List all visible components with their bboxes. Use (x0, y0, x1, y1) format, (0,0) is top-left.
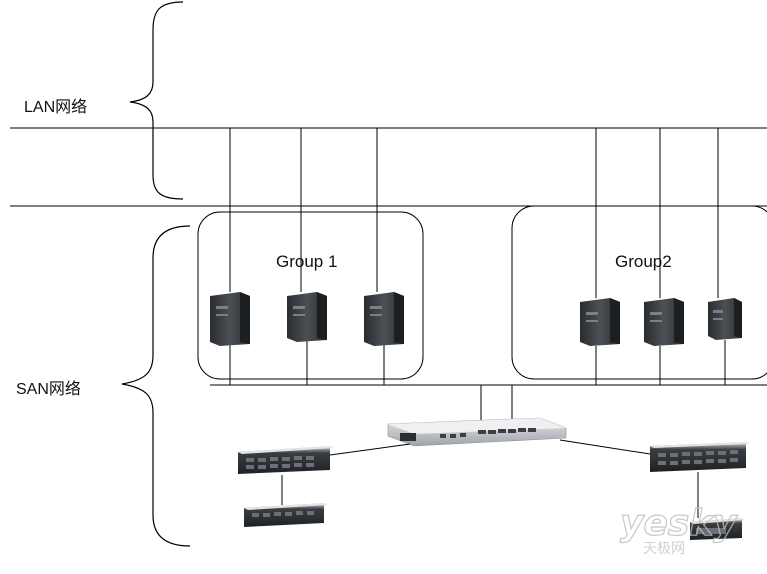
storage-array-icon (690, 518, 745, 540)
lan-brace (129, 1, 184, 200)
storage-array-icon (244, 503, 328, 527)
group-1-label: Group 1 (276, 252, 337, 271)
watermark-sub: 天极网 (643, 541, 685, 557)
server-san-links (229, 340, 726, 385)
server-icon (210, 292, 250, 346)
switch-storage-links (281, 439, 699, 518)
yesky-watermark-logo: yesky 天极网 (619, 502, 738, 557)
group-1-box (197, 211, 424, 380)
server-icon (644, 298, 684, 346)
server-icon (287, 292, 327, 342)
san-brace (121, 225, 191, 547)
storage-array-icon (650, 442, 750, 472)
switch-icon (387, 417, 567, 447)
storage-array-icon (238, 446, 334, 474)
group-2-label: Group2 (615, 252, 672, 271)
lan-label: LAN网络 (24, 97, 87, 116)
server-icon (364, 292, 404, 346)
san-label: SAN网络 (16, 379, 81, 398)
lan-server-links (229, 128, 719, 298)
server-icon (580, 298, 620, 346)
watermark-main: yesky (620, 503, 738, 544)
group-2-box (511, 205, 767, 380)
server-icon (708, 298, 742, 340)
